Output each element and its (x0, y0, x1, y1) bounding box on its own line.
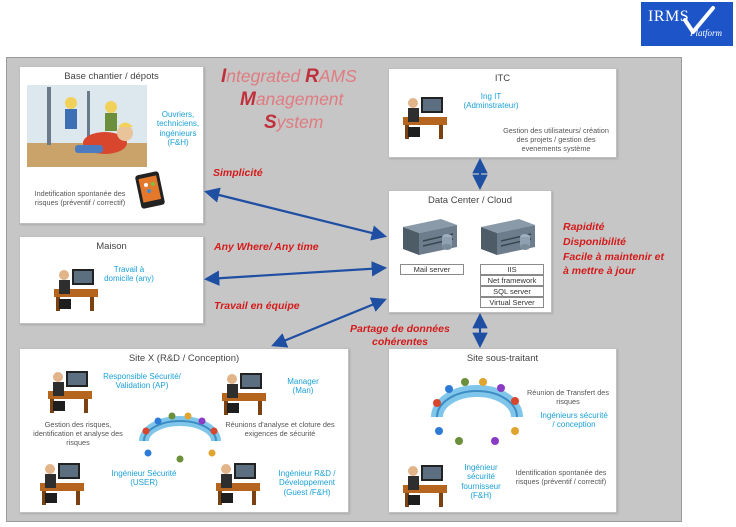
box-title: Maison (96, 241, 127, 252)
label-travail-domicile: Travail à domicile (any) (104, 265, 154, 284)
tag-mail-server: Mail server (400, 264, 464, 275)
label-ingenieurs-securite-conception: Ingénieurs sécurité / conception (540, 411, 608, 430)
box-maison: Maison Travail à domicile (any) (19, 236, 204, 324)
person-at-desk-icon (54, 269, 98, 311)
box-site-x: Site X (R&D / Conception) Responsible Sé… (19, 348, 349, 513)
person-at-desk-icon (48, 371, 92, 413)
person-at-desk-icon (222, 373, 266, 415)
tag-sql-server: SQL server (480, 286, 544, 297)
note-reunions-analyse: Réunions d'analyse et cloture des exigen… (225, 420, 335, 438)
box-base-chantier: Base chantier / dépots Ouvriers, technic… (19, 66, 204, 224)
tag-net-framework: Net framework (480, 275, 544, 286)
tag-iis: IIS (480, 264, 544, 275)
label-ingenieur-rd: Ingénieur R&D / Développement (Guest /F&… (278, 469, 336, 497)
tag-virtual-server: Virtual Server (480, 297, 544, 308)
label-simplicite: Simplicité (213, 167, 263, 179)
label-rapidite: Rapidité (563, 221, 605, 233)
label-travail-equipe: Travail en équipe (214, 300, 300, 312)
person-at-desk-icon (216, 463, 260, 505)
title-line-3: System (264, 112, 324, 133)
box-title: Base chantier / dépots (64, 71, 159, 82)
label-anywhere: Any Where/ Any time (214, 241, 319, 253)
box-title: Data Center / Cloud (428, 195, 512, 206)
title-line-1: Integrated RAMS (221, 66, 357, 87)
label-ingenieur-securite: Ingénieur Sécurité (USER) (111, 469, 177, 488)
label-ingenieur-fournisseur: Ingénieur sécurité fournisseur (F&H) (461, 463, 501, 501)
label-ing-it: Ing IT (Adminstrateur) (463, 92, 519, 111)
arrow-base-datacenter (204, 187, 387, 241)
label-facile-2: à mettre à jour (563, 265, 636, 277)
construction-workers-illustration (27, 85, 147, 167)
label-workers: Ouvriers, techniciens, ingénieurs (F&H) (156, 110, 200, 148)
box-itc: ITC Ing IT (Adminstrateur) Gestion des u… (388, 68, 617, 158)
label-disponibilite: Disponibilité (563, 236, 626, 248)
label-partage-1: Partage de données (350, 323, 450, 335)
note-itc: Gestion des utilisateurs/ création des p… (503, 126, 609, 153)
label-manager: Manager (Man) (287, 377, 319, 396)
box-title: Site sous-traitant (466, 353, 539, 364)
box-data-center: Data Center / Cloud Mail server IIS Net … (388, 190, 552, 313)
server-icon (481, 219, 535, 255)
person-at-desk-icon (403, 465, 447, 507)
arrow-sitex-datacenter (271, 297, 387, 348)
logo-text-platform: Platform (690, 28, 723, 38)
person-at-desk-icon (403, 97, 447, 139)
logo-text-irms: IRMS (648, 8, 690, 25)
title-line-2: Management (240, 89, 344, 110)
person-at-desk-icon (40, 463, 84, 505)
note-base: Indetification spontanée des risques (pr… (34, 189, 126, 207)
arrow-maison-datacenter (203, 261, 388, 286)
label-responsible-securite: Responsible Sécurité/ Validation (AP) (103, 372, 181, 391)
meeting-table-icon (431, 378, 523, 445)
note-identification-spontanee: Identification spontanée des risques (pr… (515, 468, 607, 486)
smartphone-icon (135, 171, 165, 209)
irms-platform-logo: IRMS Platform (641, 2, 733, 46)
label-facile-1: Facile à maintenir et (563, 251, 664, 263)
checkmark-icon (683, 6, 715, 34)
server-icon (403, 219, 457, 255)
box-title: Site X (R&D / Conception) (128, 353, 240, 364)
note-reunion-transfert: Réunion de Transfert des risques (527, 388, 609, 406)
label-partage-2: cohérentes (372, 336, 429, 348)
box-title: ITC (494, 73, 511, 84)
note-gestion-risques: Gestion des risques, identification et a… (33, 420, 123, 447)
meeting-table-icon (139, 412, 221, 463)
box-site-sous-traitant: Site sous-traitant Réunion de Transfert … (388, 348, 617, 513)
